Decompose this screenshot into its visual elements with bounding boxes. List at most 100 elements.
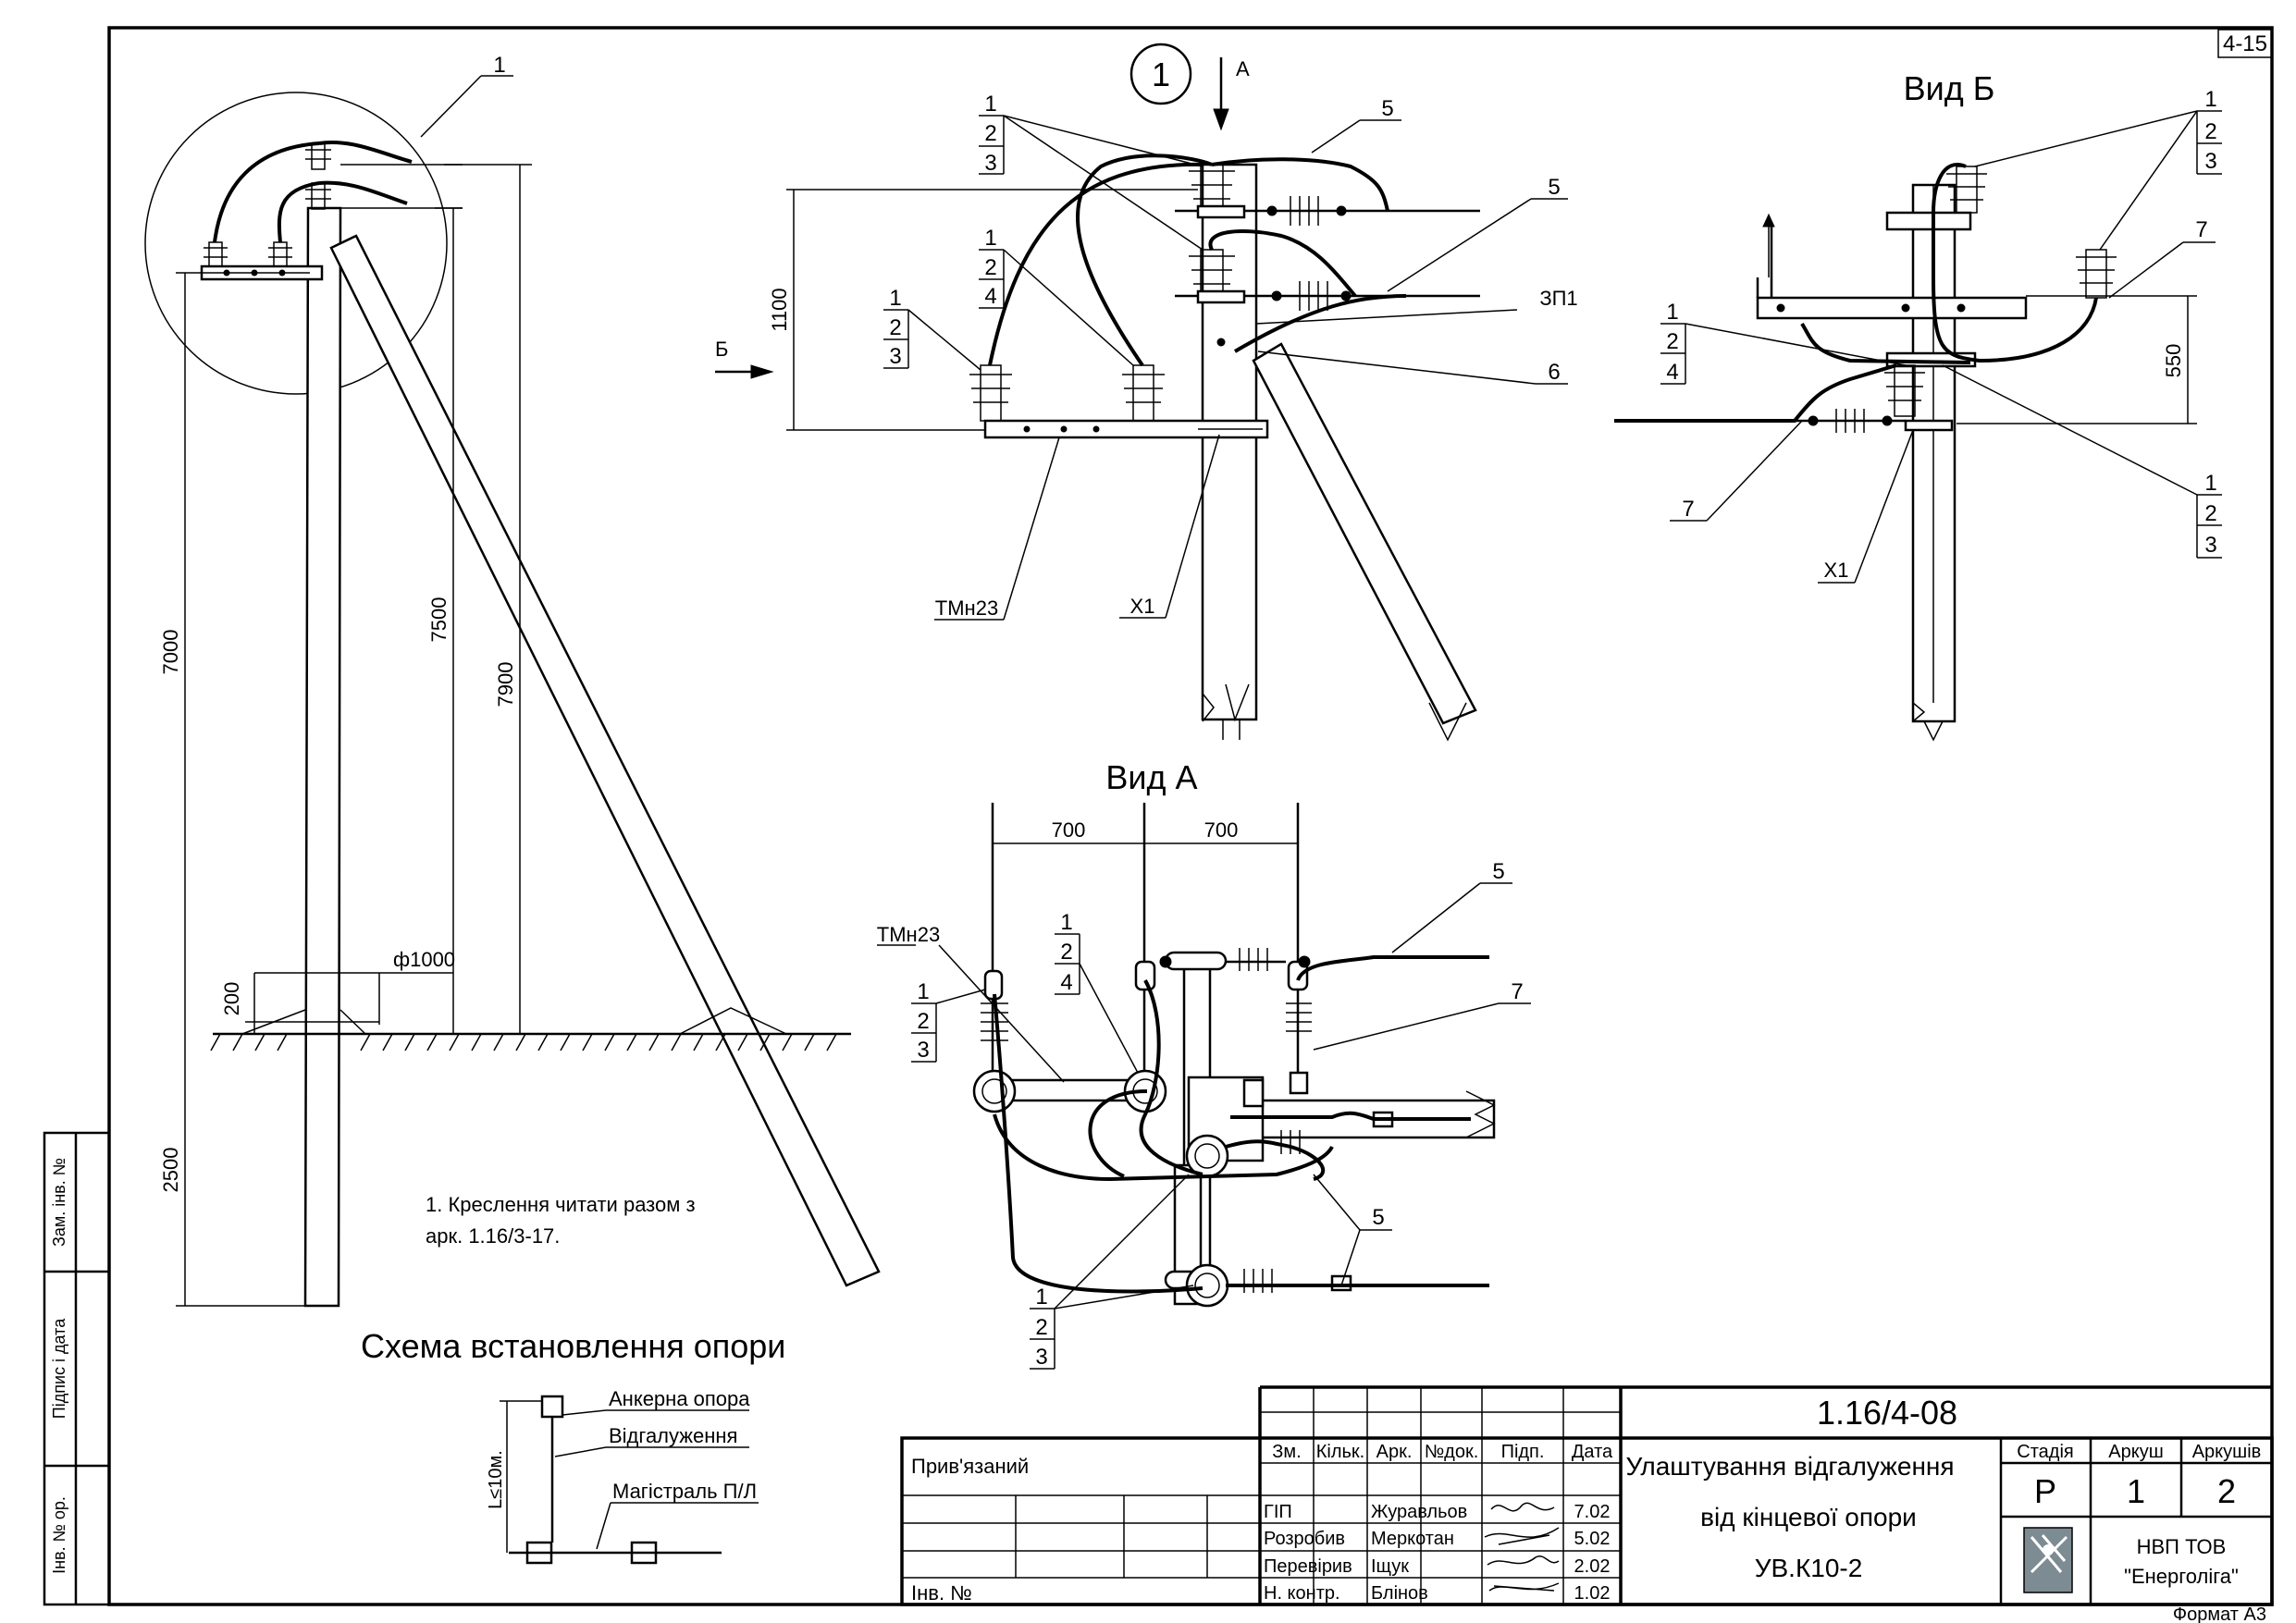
note-line-2: арк. 1.16/3-17. (426, 1224, 560, 1248)
svg-text:2: 2 (2204, 119, 2216, 144)
svg-text:1: 1 (1035, 1285, 1047, 1309)
dim-7900: 7900 (494, 662, 517, 707)
pin-insulator-left (972, 1069, 1017, 1113)
dimension-lines (176, 164, 532, 1307)
svg-text:1: 1 (1060, 910, 1072, 935)
view-a-fraction-upper: 1 2 4 (1055, 910, 1139, 1074)
drawing-note: 1. Креслення читати разом з арк. 1.16/3-… (426, 1193, 696, 1248)
note-line-1: 1. Креслення читати разом з (426, 1193, 696, 1216)
format-label: Формат А3 (2173, 1605, 2266, 1623)
svg-text:1: 1 (917, 979, 929, 1004)
hdr-kilk: Кільк. (1316, 1442, 1365, 1462)
view-b-title: Вид Б (1904, 69, 1995, 107)
sheets-value: 2 (2217, 1472, 2236, 1510)
dim-700-right: 700 (1204, 818, 1239, 842)
svg-text:3: 3 (1035, 1345, 1047, 1370)
date-norm-control: 1.02 (1574, 1583, 1611, 1604)
detail-callout-circle (144, 92, 448, 395)
role-gip: ГІП (1264, 1502, 1292, 1522)
anchor-pole-label: Анкерна опора (609, 1387, 750, 1410)
svg-text:1: 1 (984, 92, 996, 117)
company-line-1: НВП ТОВ (2137, 1535, 2227, 1558)
company-line-2: "Енерголіга" (2124, 1565, 2239, 1588)
view-b-label-7-right: 7 (2195, 217, 2207, 242)
svg-text:2: 2 (984, 121, 996, 146)
dim-200: 200 (220, 982, 243, 1016)
view-b-label-7-left: 7 (1682, 497, 1694, 522)
svg-text:3: 3 (917, 1038, 929, 1063)
svg-text:2: 2 (917, 1009, 929, 1034)
main-pole (303, 206, 342, 1308)
name-developer: Меркотан (1371, 1529, 1454, 1549)
view-b-fraction-left: 1 2 4 (1660, 300, 1907, 385)
svg-text:1: 1 (889, 286, 901, 311)
detail-1-circle (1129, 43, 1192, 105)
install-scheme-title: Схема встановлення опори (361, 1327, 785, 1365)
sheets-header: Аркушів (2192, 1442, 2262, 1462)
svg-text:2: 2 (984, 255, 996, 280)
view-b-crossarm (1756, 296, 2028, 320)
name-norm-control: Блінов (1371, 1583, 1428, 1604)
hdr-data: Дата (1572, 1442, 1613, 1462)
anchor-pole-box (540, 1395, 564, 1419)
view-b: Вид Б 550 1 (1614, 69, 2222, 742)
signatures (1484, 1502, 1560, 1592)
inv-original-label: Інв. № ор. (50, 1496, 68, 1574)
strut-pole (329, 234, 881, 1287)
arrow-a-label: А (1236, 57, 1250, 80)
svg-text:4: 4 (984, 284, 996, 309)
install-scheme: Схема встановлення опори L≤10м. Анкерна … (361, 1327, 785, 1565)
svg-text:1: 1 (2204, 471, 2216, 496)
stage-value: Р (2034, 1472, 2056, 1510)
sign-date-label: Підпис і дата (50, 1318, 68, 1419)
view-a: Вид А 700 700 (877, 758, 1531, 1370)
date-checker: 2.02 (1574, 1556, 1611, 1577)
svg-text:3: 3 (2204, 149, 2216, 174)
role-developer: Розробив (1264, 1529, 1345, 1549)
title-line-3: УВ.К10-2 (1755, 1554, 1863, 1582)
svg-text:1: 1 (1666, 300, 1678, 325)
svg-text:3: 3 (2204, 533, 2216, 558)
dim-2500: 2500 (159, 1148, 182, 1193)
dim-700-left: 700 (1052, 818, 1086, 842)
svg-text:1: 1 (984, 226, 996, 251)
role-norm-control: Н. контр. (1264, 1583, 1340, 1604)
date-gip: 7.02 (1574, 1502, 1611, 1522)
svg-text:2: 2 (1035, 1315, 1047, 1340)
view-a-fraction-left: 1 2 3 (911, 979, 986, 1063)
view-b-fraction-bottom: 1 2 3 (1942, 364, 2222, 559)
fraction-1-2-3-b: 1 2 3 (883, 286, 981, 371)
detail-1: 1 А Б (715, 43, 1578, 742)
fraction-1-2-3-a: 1 2 3 (979, 92, 1204, 251)
company-logo (2023, 1527, 2073, 1593)
label-5-mid: 5 (1548, 175, 1560, 200)
view-a-label-7: 7 (1511, 979, 1523, 1004)
inv-no-label: Інв. № (911, 1581, 972, 1605)
dim-550: 550 (2162, 344, 2185, 378)
svg-text:3: 3 (889, 344, 901, 369)
title-line-1: Улаштування відгалуження (1625, 1452, 1954, 1481)
name-gip: Журавльов (1371, 1502, 1467, 1522)
view-a-label-5-bottom: 5 (1372, 1205, 1384, 1230)
svg-text:2: 2 (1666, 329, 1678, 354)
svg-text:2: 2 (889, 315, 901, 340)
label-6: 6 (1548, 360, 1560, 385)
pole-elevation: 1 (144, 53, 881, 1308)
title-line-2: від кінцевої опори (1700, 1503, 1917, 1531)
svg-text:1: 1 (2204, 87, 2216, 112)
label-tmn23: ТМн23 (935, 596, 998, 620)
detail-1-crossarm (983, 419, 1269, 439)
role-checker: Перевірив (1264, 1556, 1352, 1577)
dim-diameter: ф1000 (393, 948, 455, 971)
detail-1-strut (1252, 342, 1477, 725)
dim-7000: 7000 (159, 630, 182, 675)
svg-text:2: 2 (1060, 940, 1072, 965)
replaced-inv-label: Зам. інв. № (50, 1158, 68, 1247)
main-line-label: Магістраль П/Л (612, 1480, 757, 1503)
view-a-fraction-bottom: 1 2 3 (1030, 1174, 1194, 1370)
view-b-label-x1: Х1 (1824, 559, 1849, 582)
arrow-b-label: Б (715, 338, 728, 361)
hdr-zm: Зм. (1272, 1442, 1301, 1462)
view-b-fraction-top: 1 2 3 (1974, 87, 2222, 251)
